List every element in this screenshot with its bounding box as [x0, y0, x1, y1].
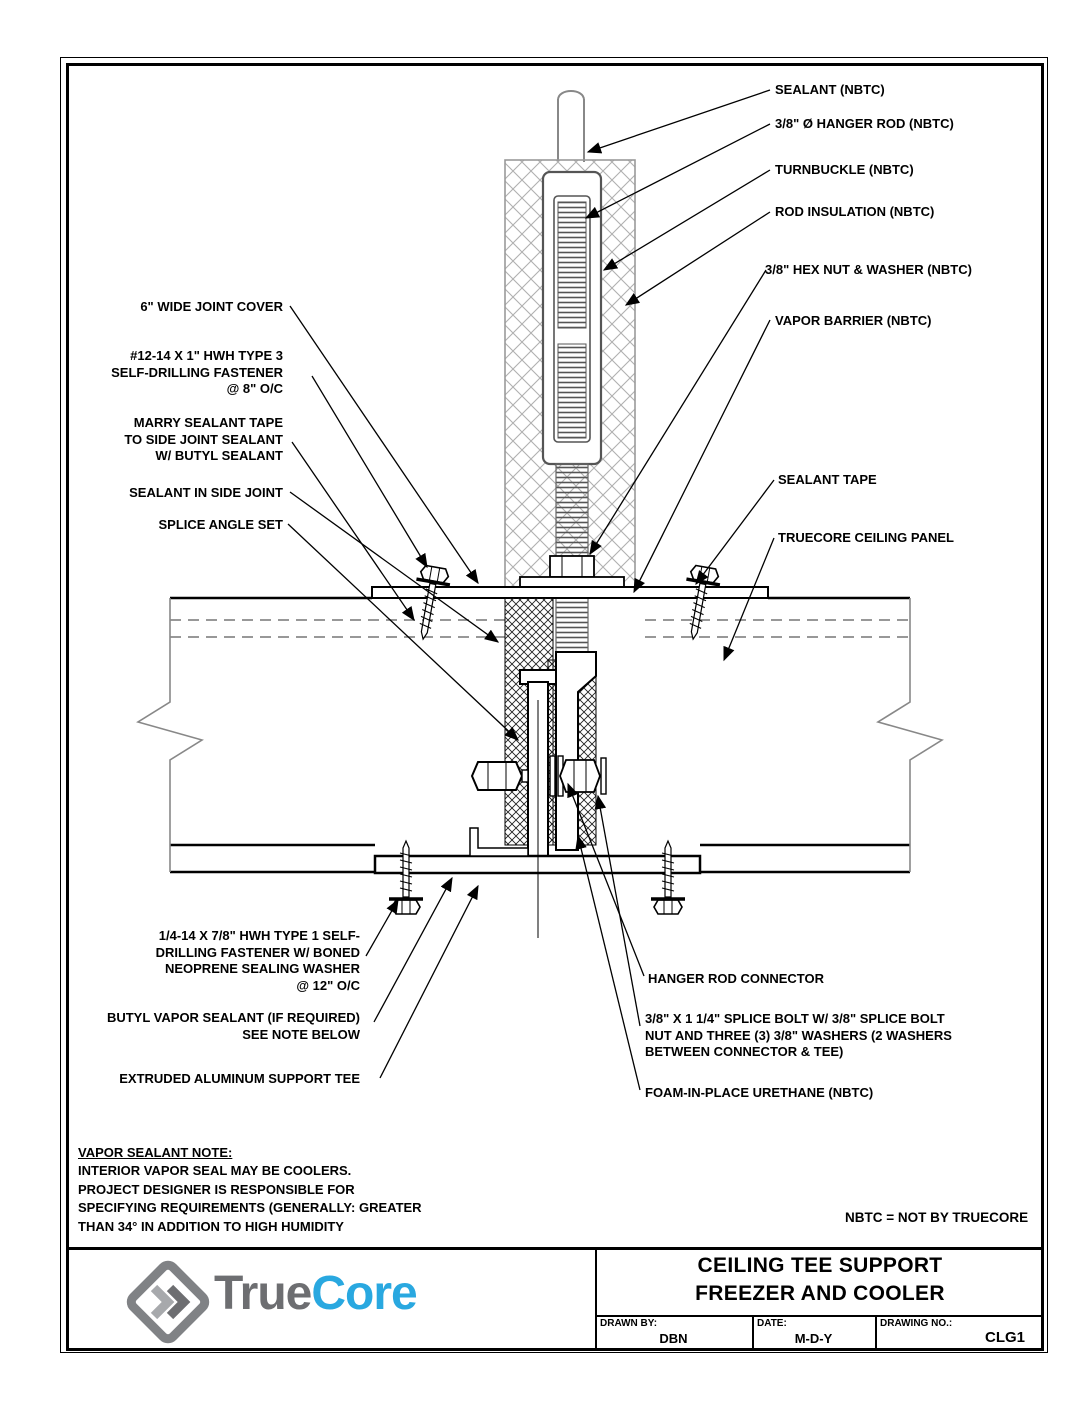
callout-side-joint: SEALANT IN SIDE JOINT: [129, 485, 283, 500]
bottom-fastener-left: [387, 839, 425, 916]
callout-hex-nut: 3/8" HEX NUT & WASHER (NBTC): [765, 262, 972, 277]
callout-splice-angle: SPLICE ANGLE SET: [158, 517, 283, 532]
callout-support-tee: EXTRUDED ALUMINUM SUPPORT TEE: [119, 1071, 360, 1086]
logo-word-true: True: [214, 1267, 312, 1320]
note-title: VAPOR SEALANT NOTE:: [78, 1145, 233, 1160]
sheet-border-outer: [60, 57, 1048, 1353]
leader-lines: [287, 89, 775, 1091]
callout-hanger-rod: 3/8" Ø HANGER ROD (NBTC): [775, 116, 954, 131]
break-line-right: [876, 598, 944, 872]
date-label: DATE:: [757, 1318, 787, 1329]
top-fastener-right: [674, 562, 725, 644]
support-tee: [373, 669, 702, 938]
callout-splice-bolt: 3/8" X 1 1/4" SPLICE BOLT W/ 3/8" SPLICE…: [645, 1011, 952, 1060]
turnbuckle: [541, 170, 603, 466]
callout-turnbuckle: TURNBUCKLE (NBTC): [775, 162, 914, 177]
date-value: M-D-Y: [794, 1331, 833, 1346]
logo-word-core: Core: [311, 1267, 417, 1320]
title-block-divider: [595, 1247, 597, 1348]
callout-ceiling-panel: TRUECORE CEILING PANEL: [778, 530, 954, 545]
callout-fastener-bottom: 1/4-14 X 7/8" HWH TYPE 1 SELF- DRILLING …: [155, 928, 360, 993]
nbtc-legend: NBTC = NOT BY TRUECORE: [845, 1210, 1029, 1225]
title-block-top-line: [66, 1247, 1044, 1250]
callout-foam: FOAM-IN-PLACE URETHANE (NBTC): [645, 1085, 874, 1100]
hex-nut-washer: [519, 555, 625, 588]
drawing-title-line1: CEILING TEE SUPPORT: [697, 1254, 943, 1277]
drawn-by-label: DRAWN BY:: [600, 1318, 658, 1329]
splice-angle: [469, 827, 529, 857]
callout-joint-cover: 6" WIDE JOINT COVER: [140, 299, 283, 314]
joint-cover: [371, 586, 769, 599]
note-body: INTERIOR VAPOR SEAL MAY BE COOLERS. PROJ…: [78, 1163, 422, 1234]
bottom-fastener-right: [649, 839, 687, 916]
top-fastener-left: [404, 562, 455, 644]
drawing-title: CEILING TEE SUPPORT FREEZER AND COOLER: [597, 1252, 1043, 1308]
drawn-by-value: DBN: [659, 1331, 688, 1346]
callout-rod-connector: HANGER ROD CONNECTOR: [648, 971, 824, 986]
drawing-title-line2: FREEZER AND COOLER: [695, 1282, 945, 1305]
hanger-rod: [557, 90, 585, 162]
drawing-no-label: DRAWING NO.:: [880, 1318, 953, 1329]
break-line-left: [136, 598, 204, 872]
callout-fastener-top: #12-14 X 1" HWH TYPE 3 SELF-DRILLING FAS…: [111, 348, 283, 397]
callout-vapor-barrier: VAPOR BARRIER (NBTC): [775, 313, 932, 328]
vapor-sealant-note: VAPOR SEALANT NOTE: INTERIOR VAPOR SEAL …: [78, 1144, 422, 1236]
truecore-logo-text: TrueCore: [214, 1266, 418, 1321]
title-block-cell-divider-1: [752, 1315, 754, 1348]
sheet-border-inner: [66, 63, 1044, 1351]
callout-sealant-tape: SEALANT TAPE: [778, 472, 877, 487]
drawing-no-value: CLG1: [984, 1329, 1025, 1346]
truecore-logo-icon: [122, 1258, 214, 1346]
title-block-cell-divider-2: [875, 1315, 877, 1348]
callout-rod-insulation: ROD INSULATION (NBTC): [775, 204, 935, 219]
callout-marry-sealant: MARRY SEALANT TAPE TO SIDE JOINT SEALANT…: [124, 415, 283, 464]
title-block-sub-line: [595, 1315, 1044, 1317]
callout-sealant: SEALANT (NBTC): [775, 82, 885, 97]
hanger-rod-connector: [555, 651, 597, 851]
callout-butyl-sealant: BUTYL VAPOR SEALANT (IF REQUIRED) SEE NO…: [106, 1010, 360, 1042]
ceiling-panel: [136, 596, 944, 874]
